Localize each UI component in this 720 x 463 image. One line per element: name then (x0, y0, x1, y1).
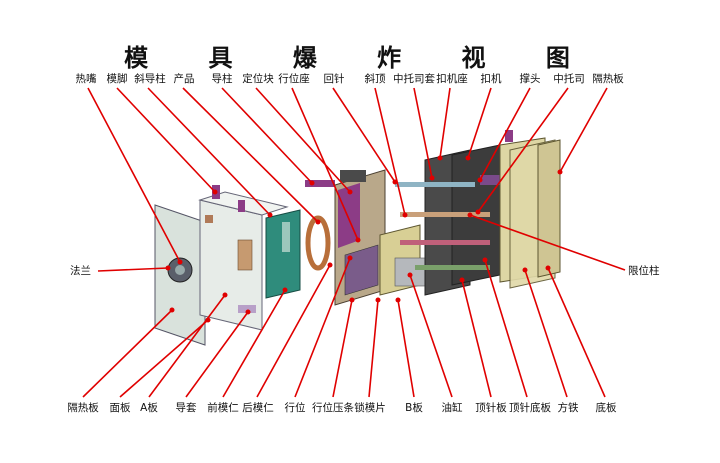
label-support-pillar: 撑头 (519, 73, 541, 85)
label-latch: 扣机 (480, 73, 502, 85)
label-insulation-top: 隔热板 (592, 73, 624, 85)
label-slide: 行位 (284, 402, 306, 414)
label-stop-pin: 限位柱 (628, 265, 660, 277)
label-cylinder: 油缸 (441, 402, 463, 414)
leader-lines (82, 87, 626, 398)
label-center-bushing: 中托司 (553, 73, 585, 85)
product-part (305, 215, 331, 271)
label-slide-gib: 行位压条 (312, 402, 354, 414)
label-spacer-block: 方铁 (557, 402, 579, 414)
bottom-insulation (537, 139, 561, 278)
label-top-plate: 面板 (109, 402, 131, 414)
front-insert (265, 209, 301, 299)
label-angle-pin: 斜导柱 (134, 73, 166, 85)
label-latch-seat: 扣机座 (436, 73, 468, 85)
label-lock-strap: 锁模片 (354, 402, 386, 414)
label-slide-seat: 行位座 (278, 73, 310, 85)
label-bottom-plate: 底板 (595, 402, 617, 414)
label-support-bushing: 中托司套 (393, 73, 435, 85)
label-return-pin: 回针 (323, 73, 345, 85)
label-mold-foot: 模脚 (106, 73, 128, 85)
label-guide-pin: 导柱 (211, 73, 233, 85)
label-a-plate: A板 (140, 402, 158, 414)
label-core-insert: 后模仁 (242, 402, 274, 414)
label-hot-nozzle: 热嘴 (75, 73, 97, 85)
label-locating-block: 定位块 (242, 73, 274, 85)
label-ejector-plate: 顶针板 (475, 402, 507, 414)
diagram-title: 模 具 爆 炸 视 图 (124, 43, 596, 72)
label-cavity-insert: 前模仁 (207, 402, 239, 414)
label-guide-bushing: 导套 (175, 402, 197, 414)
label-insulation-bottom: 隔热板 (67, 402, 99, 414)
label-b-plate: B板 (405, 402, 423, 414)
leader-arrowheads (165, 155, 563, 323)
label-flange: 法兰 (70, 265, 91, 277)
label-product: 产品 (173, 73, 195, 85)
label-lifter: 斜顶 (364, 73, 386, 85)
label-ejector-base-plate: 顶针底板 (509, 402, 551, 414)
